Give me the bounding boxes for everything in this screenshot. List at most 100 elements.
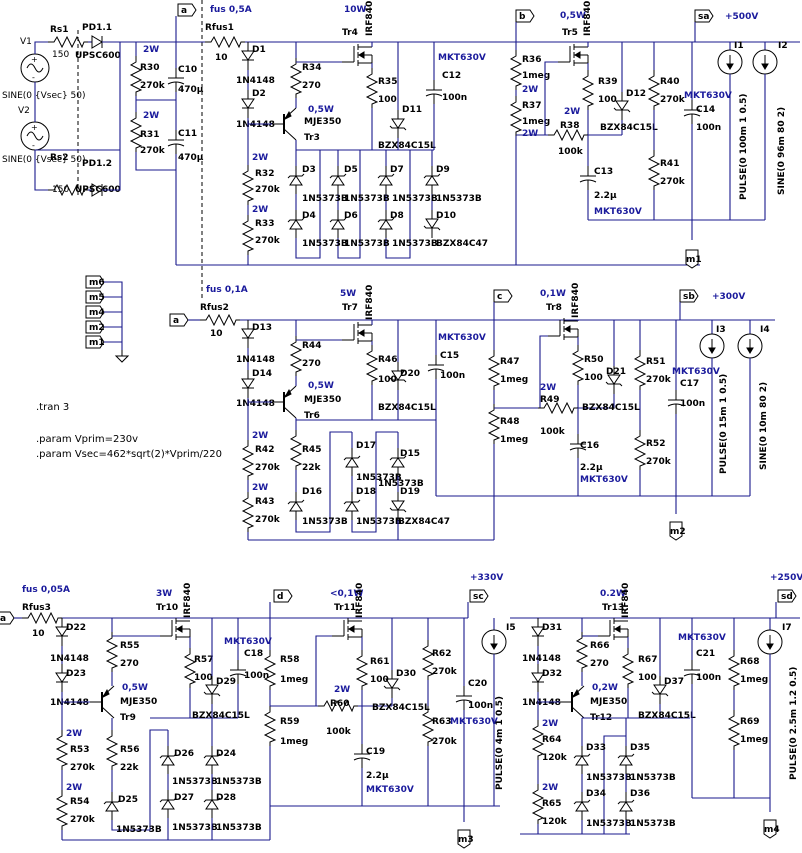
r59-label: R59 [280,717,299,727]
d5-label: D5 [344,165,358,175]
r68-label: R68 [740,657,759,667]
d24-value: 1N5373B [216,777,262,787]
c14-type: MKT630V [684,91,732,101]
r42-value: 270k [255,463,281,473]
s1-fuse-rating: fus 0,5A [210,5,252,15]
r67-label: R67 [638,655,657,665]
r43-value: 270k [255,515,281,525]
i2-label: I2 [778,41,788,51]
rail-300v: +300V [712,292,745,302]
d22-value: 1N4148 [50,654,89,664]
r34-value: 270 [302,81,321,91]
r37-power-top: 2W [522,85,538,95]
input-section: V1 SINE(0 {Vsec} 50) V2 SINE(0 {Vsec} 50… [2,0,204,300]
r53-power: 2W [66,729,82,739]
rail-330v: +330V [470,573,503,583]
r65-label: R65 [542,799,561,809]
c16-label: C16 [580,441,599,451]
tr4-value: IRF840 [365,1,375,36]
i2-value: SINE(0 96m 80 2) [777,107,787,195]
d5-value: 1N5373B [344,194,390,204]
d36-label: D36 [630,789,650,799]
tr11-label: Tr11 [334,603,356,613]
d33-label: D33 [586,743,606,753]
r53-label: R53 [70,745,89,755]
flag-m4: m4 [89,308,105,318]
r30-value: 270k [140,81,166,91]
r58-value: 1meg [280,675,308,685]
tr5-power: 0,5W [560,11,586,21]
r67-value: 100 [638,673,657,683]
c18-type: MKT630V [224,637,272,647]
param-vprim: .param Vprim=230v [36,434,138,445]
d21-label: D21 [606,367,626,377]
r60-power: 2W [334,685,350,695]
i7-value: PULSE(0 2.5m 1.2 0.5) [789,667,799,780]
d8-value: 1N5373B [392,239,438,249]
r56-value: 22k [120,763,140,773]
d29-label: D29 [216,677,236,687]
d34-label: D34 [586,789,606,799]
d32-value: 1N4148 [522,698,561,708]
tr12-power: 0,2W [592,683,618,693]
r64-value: 120k [542,753,568,763]
flag-m3: m3 [458,835,474,845]
c11-label: C11 [178,129,197,139]
r69-value: 1meg [740,735,768,745]
r57-value: 100 [194,673,213,683]
c21-type: MKT630V [678,633,726,643]
pd11-value: UPSC600 [75,51,121,61]
r60-value: 100k [326,727,352,737]
r33-power: 2W [252,205,268,215]
v1-label: V1 [20,37,32,47]
i5-value: PULSE(0 4m 1 0.5) [495,696,505,790]
flag-sd: sd [781,592,793,602]
r39-value: 100 [598,95,617,105]
r61-value: 100 [370,675,389,685]
r59-value: 1meg [280,737,308,747]
tr7-label: Tr7 [342,303,358,313]
tr11-power: <0,1W [330,589,363,599]
rfus1-label: Rfus1 [205,23,234,33]
d15-value: 1N5373B [378,479,424,489]
d10-label: D10 [436,211,456,221]
d12-value: BZX84C15L [600,123,658,133]
tran-directive: .tran 3 [36,402,69,413]
d25-label: D25 [118,795,138,805]
tr10-label: Tr10 [156,603,178,613]
d15-label: D15 [400,449,420,459]
r38-power: 2W [564,107,580,117]
flag-m1: m1 [686,255,702,265]
d17-value: 1N5373B [356,473,402,483]
rs1-label: Rs1 [50,25,69,35]
d28-value: 1N5373B [216,823,262,833]
c14-value: 100n [696,123,721,133]
r64-label: R64 [542,735,561,745]
d14-value: 1N4148 [236,399,275,409]
d1-label: D1 [252,45,266,55]
d36-value: 1N5373B [630,819,676,829]
d11-label: D11 [402,105,422,115]
d29-value: BZX84C15L [192,711,250,721]
r45-label: R45 [302,445,321,455]
flag-b: b [519,12,526,22]
r47-value: 1meg [500,375,528,385]
r31-label: R31 [140,130,159,140]
tr4-power: 10W [344,5,367,15]
d35-label: D35 [630,743,650,753]
rfus2-value: 10 [210,329,223,339]
i1-value: PULSE(0 100m 1 0.5) [739,93,749,200]
c17-value: 100n [680,399,705,409]
stage-2: a fus 0,1A Rfus2 10 D13 1N4148 D14 1N414… [169,283,775,541]
c11-value: 470µ [178,153,204,163]
d34-value: 1N5373B [586,819,632,829]
stage-3: a fus 0,05A Rfus3 10 D22 1N4148 D23 1N41… [0,573,516,849]
r48-label: R48 [500,417,519,427]
d26-label: D26 [174,749,194,759]
c18-label: C18 [244,649,263,659]
flag-m4: m4 [764,825,780,835]
r49-value: 100k [540,427,566,437]
d19-label: D19 [400,487,420,497]
d1-value: 1N4148 [236,76,275,86]
r65-value: 120k [542,817,568,827]
